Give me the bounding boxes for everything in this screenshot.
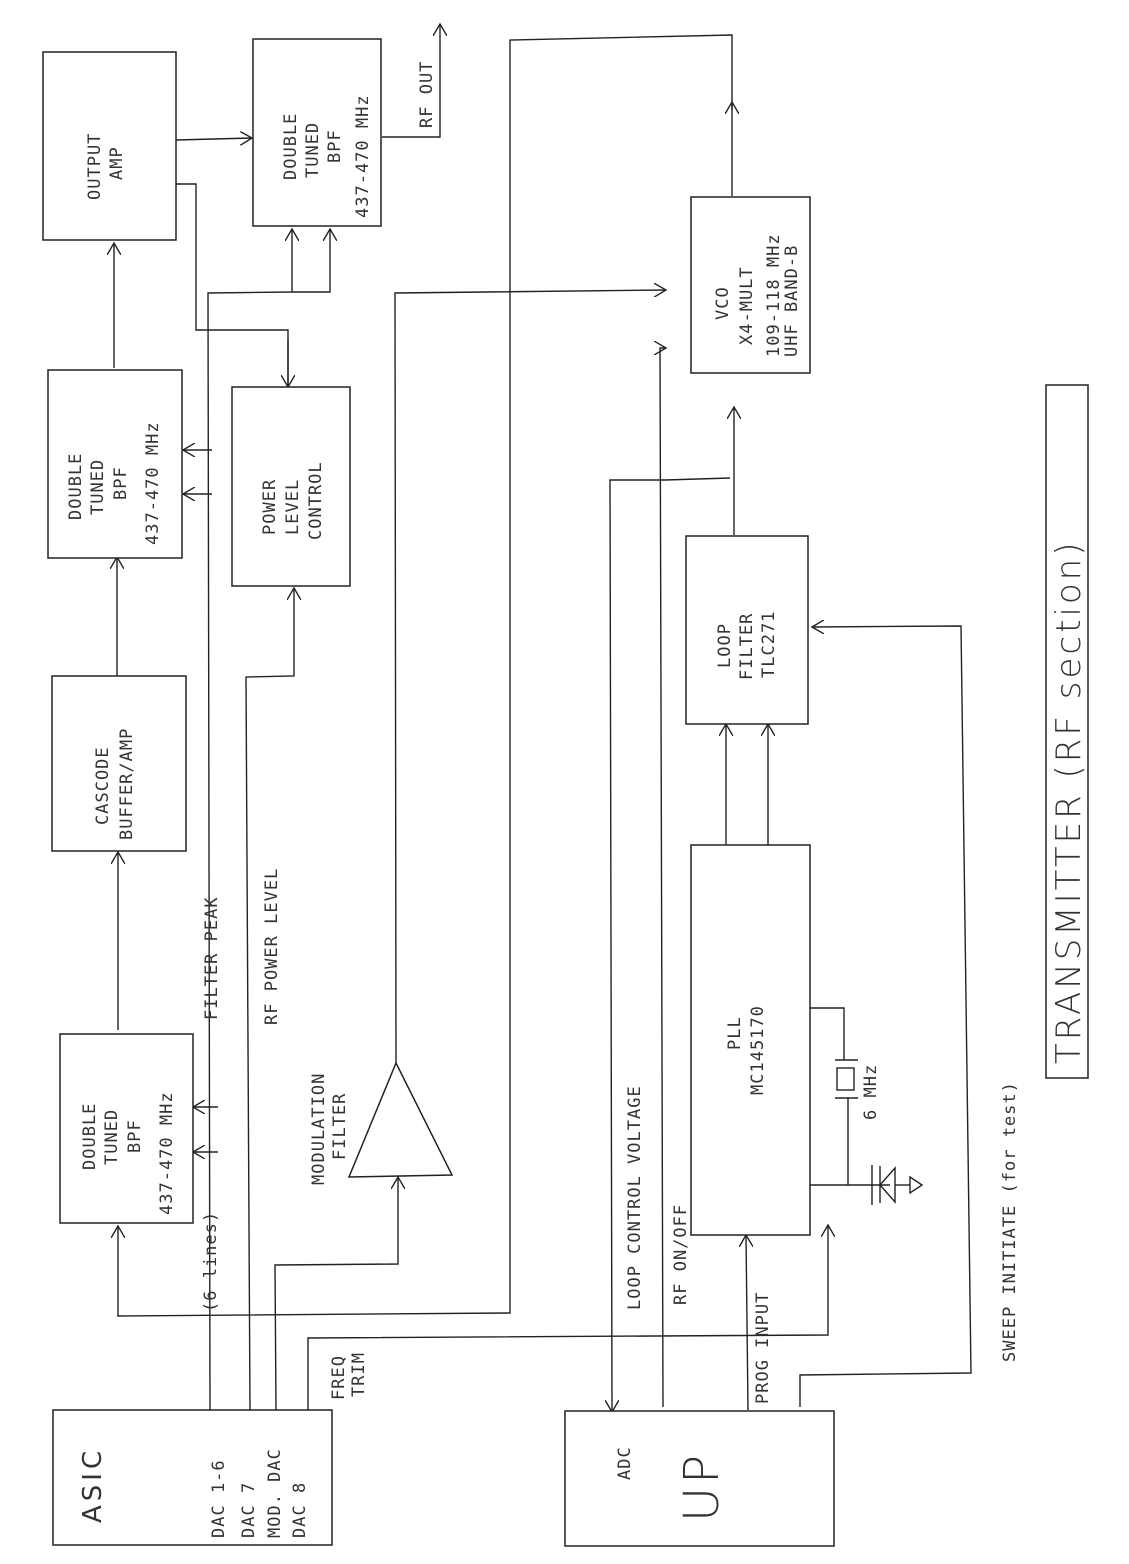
loop-control-voltage-label: LOOP CONTROL VOLTAGE xyxy=(625,1085,645,1310)
asic-port-dac8: DAC 8 xyxy=(290,1482,310,1538)
six-lines-label: (6 lines) xyxy=(201,1211,221,1312)
output-amp-block xyxy=(42,51,177,241)
title-box xyxy=(1045,384,1089,1079)
wire-filter-peak-bus xyxy=(207,229,292,1411)
asic-port-dac1-6: DAC 1-6 xyxy=(209,1459,229,1538)
power-level-label-2: LEVEL xyxy=(283,479,303,535)
prog-input-label: PROG INPUT xyxy=(753,1292,773,1404)
vco-block xyxy=(690,196,811,374)
wire-bpf-out-tune2 xyxy=(292,229,330,293)
cascode-label-1: CASCODE xyxy=(93,746,113,825)
wire-prog-input xyxy=(746,1235,748,1411)
input-bpf-label-1: DOUBLE xyxy=(80,1103,100,1170)
wire-mod-to-vco xyxy=(394,290,666,1064)
cascode-block xyxy=(51,675,187,852)
loop-filter-label-3: TLC271 xyxy=(759,611,779,678)
wire-mod-dac xyxy=(274,1177,398,1411)
mid-bpf-label-2: TUNED xyxy=(88,459,108,515)
asic-block xyxy=(52,1409,333,1546)
output-bpf-label-1: DOUBLE xyxy=(281,113,301,180)
pll-block xyxy=(690,844,811,1236)
input-bpf-label-3: BPF xyxy=(125,1119,145,1153)
crystal-label: 6 MHz xyxy=(861,1064,881,1120)
pll-label-1: PLL xyxy=(725,1016,745,1050)
diagram-title: TRANSMITTER (RF section) xyxy=(1049,540,1089,1064)
output-bpf-block xyxy=(252,38,382,227)
vco-label-3: 109-118 MHz xyxy=(764,233,784,357)
asic-label: ASIC xyxy=(78,1447,108,1523)
power-level-control-block xyxy=(231,386,351,587)
wire-amp-to-bpf xyxy=(175,138,252,140)
output-amp-label-1: OUTPUT xyxy=(85,133,105,200)
wire-rf-out xyxy=(382,24,440,138)
modulation-filter-label-1: MODULATION xyxy=(309,1073,329,1185)
up-block xyxy=(564,1410,835,1547)
output-amp-label-2: AMP xyxy=(107,146,127,180)
filter-peak-label: FILTER PEAK xyxy=(202,896,222,1020)
loop-filter-label-2: FILTER xyxy=(737,613,757,680)
mid-bpf-label-4: 437-470 MHz xyxy=(143,421,163,545)
up-label: UP xyxy=(674,1452,730,1522)
modulation-filter-label-2: FILTER xyxy=(330,1093,350,1160)
sweep-initiate-label: SWEEP INITIATE (for test) xyxy=(1000,1081,1020,1362)
rf-on-off-label: RF ON/OFF xyxy=(671,1204,691,1305)
wire-rf-power-level xyxy=(245,588,294,1411)
varactor-ground-icon xyxy=(871,1165,924,1205)
up-port-adc: ADC xyxy=(615,1446,635,1480)
vco-label-4: UHF BAND-B xyxy=(782,245,802,357)
vco-label-2: X4-MULT xyxy=(737,266,757,345)
wire-sweep-initiate xyxy=(799,626,972,1407)
vco-label-1: VCO xyxy=(713,286,733,320)
mid-bpf-block xyxy=(47,369,183,559)
wire-freq-trim xyxy=(307,1225,828,1410)
asic-port-mod-dac: MOD. DAC xyxy=(265,1448,285,1538)
output-bpf-label-4: 437-470 MHz xyxy=(353,94,373,218)
output-bpf-label-2: TUNED xyxy=(303,122,323,178)
rf-power-level-label: RF POWER LEVEL xyxy=(262,868,282,1025)
asic-port-dac7: DAC 7 xyxy=(239,1482,259,1538)
wires xyxy=(114,24,972,1412)
wire-loop-control-voltage xyxy=(610,479,665,1412)
loop-filter-label-1: LOOP xyxy=(715,623,735,668)
modulation-filter-triangle xyxy=(347,1061,454,1178)
freq-trim-label-2: TRIM xyxy=(349,1352,369,1397)
cascode-label-2: BUFFER/AMP xyxy=(117,728,137,840)
input-bpf-label-2: TUNED xyxy=(102,1109,122,1165)
pll-label-2: MC145170 xyxy=(748,1005,768,1095)
input-bpf-block xyxy=(59,1033,194,1224)
input-bpf-label-4: 437-470 MHz xyxy=(157,1091,177,1215)
power-level-label-3: CONTROL xyxy=(306,461,326,540)
wire-rf-on-off xyxy=(659,347,664,1408)
freq-trim-label-1: FREQ xyxy=(329,1355,349,1400)
mid-bpf-label-3: BPF xyxy=(111,466,131,500)
mid-bpf-label-1: DOUBLE xyxy=(66,453,86,520)
output-bpf-label-3: BPF xyxy=(325,129,345,163)
loop-filter-block xyxy=(685,535,809,725)
crystal-icon xyxy=(835,1059,858,1099)
wire-crystal-top xyxy=(807,1007,845,1060)
power-level-label-1: POWER xyxy=(260,479,280,535)
rf-out-label: RF OUT xyxy=(417,61,437,128)
